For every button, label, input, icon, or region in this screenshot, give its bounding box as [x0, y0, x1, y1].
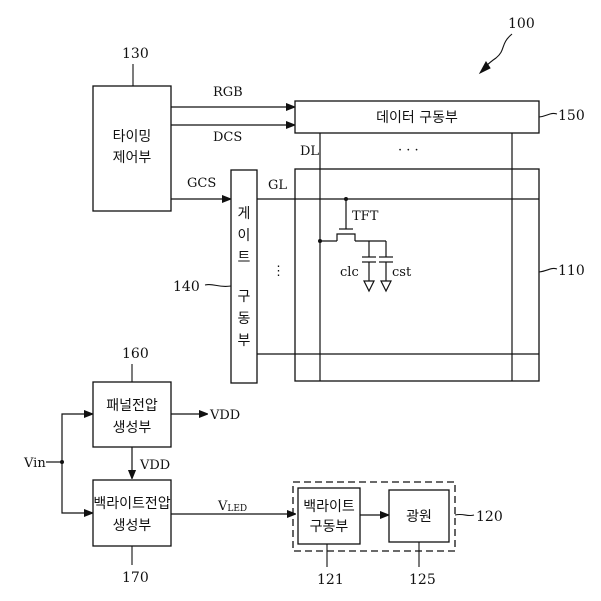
figure-ref-number: 100 [508, 16, 535, 32]
figure-ref-arrow [480, 34, 512, 73]
gate-driver-char-1: 게 [238, 206, 251, 222]
vin-to-panel-voltage-arrow [62, 414, 92, 462]
source-junction-dot [318, 239, 322, 243]
gcs-signal-label: GCS [187, 176, 216, 191]
backlight-unit-ref: 120 [476, 509, 503, 525]
timing-controller-label-line2: 제어부 [113, 150, 152, 166]
dcs-signal-label: DCS [213, 130, 242, 145]
display-panel [257, 133, 539, 381]
timing-controller-label-line1: 타이밍 [113, 129, 152, 145]
backlight-unit-leader [455, 514, 474, 515]
backlight-driver-box [298, 488, 360, 544]
gate-driver-box [231, 170, 257, 383]
gate-line-label: GL [268, 178, 287, 193]
panel-voltage-label-line1: 패널전압 [106, 398, 158, 414]
gate-driver-char-4: 구 [238, 289, 251, 305]
cst-label: cst [392, 265, 412, 280]
data-line-label: DL [300, 144, 319, 159]
gate-driver-char-6: 부 [238, 333, 251, 349]
backlight-driver-label-line2: 구동부 [310, 519, 349, 535]
clc-ground-symbol [364, 281, 374, 291]
panel-outline [295, 169, 539, 381]
data-driver-label: 데이터 구동부 [376, 110, 458, 126]
gate-driver-char-3: 트 [238, 250, 251, 266]
vdd-output-label: VDD [209, 408, 240, 423]
panel-leader [539, 268, 557, 272]
data-driver-ref: 150 [558, 108, 585, 124]
panel-ref: 110 [558, 263, 585, 279]
tft-label: TFT [352, 209, 379, 224]
cst-ground-symbol [381, 281, 391, 291]
tft-channel [337, 234, 355, 241]
gate-driver-leader [205, 285, 231, 287]
timing-controller-ref: 130 [122, 46, 149, 62]
data-lines-ellipsis: · · · [398, 143, 419, 158]
vled-label: VLED [217, 499, 247, 514]
panel-voltage-ref: 160 [122, 346, 149, 362]
gate-lines-ellipsis: ⋮ [272, 264, 285, 279]
panel-voltage-box [93, 382, 171, 447]
vin-label: Vin [23, 456, 46, 471]
backlight-voltage-box [93, 480, 171, 546]
gate-driver-char-5: 동 [238, 311, 251, 327]
vin-to-backlight-voltage-arrow [62, 462, 92, 513]
gate-junction-dot [344, 197, 348, 201]
data-driver-leader [539, 113, 557, 117]
timing-controller-box [93, 86, 171, 211]
panel-voltage-label-line2: 생성부 [113, 420, 152, 436]
backlight-voltage-label-line2: 생성부 [113, 518, 152, 534]
backlight-driver-label-line1: 백라이트 [303, 499, 355, 515]
backlight-voltage-label-line1: 백라이트전압 [93, 496, 170, 512]
gate-driver-char-2: 이 [238, 228, 251, 244]
rgb-signal-label: RGB [213, 85, 243, 100]
vled-label-sub: LED [227, 504, 247, 514]
clc-label: clc [340, 265, 359, 280]
vdd-down-label: VDD [139, 458, 170, 473]
vled-label-main: V [217, 499, 228, 514]
gate-driver-ref: 140 [173, 279, 200, 295]
light-source-ref: 125 [409, 572, 436, 588]
light-source-label: 광원 [406, 509, 432, 525]
backlight-voltage-ref: 170 [122, 570, 149, 586]
backlight-driver-ref: 121 [317, 572, 344, 588]
